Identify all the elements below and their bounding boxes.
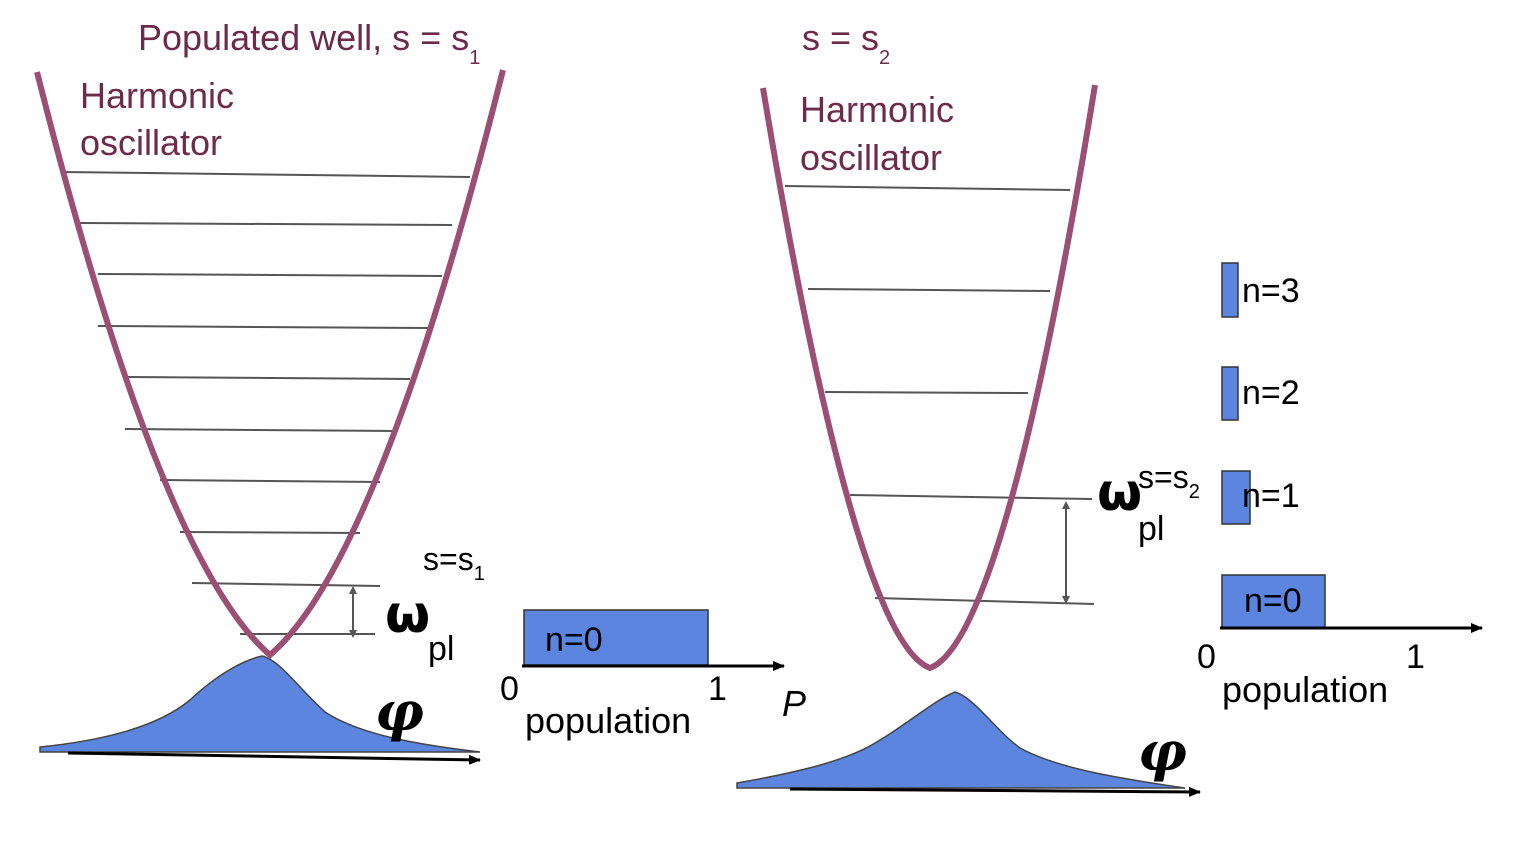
left-phi-axis: [67, 751, 481, 765]
right-level-line: [807, 288, 1051, 292]
right-phi-label: φ: [1138, 719, 1187, 783]
right-tick-0: 0: [1197, 638, 1216, 676]
left-energy-levels: [61, 171, 471, 635]
right-population-bar-n0: [1221, 574, 1326, 629]
left-level-line: [97, 273, 443, 277]
left-phi-label: φ: [375, 679, 424, 743]
right-oscillator-line2: oscillator: [800, 137, 942, 178]
right-level-line: [824, 391, 1029, 394]
right-bar-label-n2: n=2: [1242, 374, 1300, 412]
left-omega-symbol: ω: [385, 585, 430, 645]
left-level-line: [97, 325, 429, 329]
left-tick-1: 1: [708, 670, 727, 708]
right-wavefunction-blob: [736, 691, 1186, 789]
left-omega-subscript: pl: [428, 630, 454, 668]
right-population-chart: n=3 n=2 n=1 n=0 0 1 population: [1197, 262, 1483, 710]
right-bar-label-n3: n=3: [1242, 272, 1300, 310]
right-phi-axis: [789, 786, 1201, 797]
left-oscillator-line1: Harmonic: [80, 75, 234, 116]
right-population-bar-n2: [1221, 366, 1239, 421]
right-omega-subscript: pl: [1138, 510, 1164, 548]
left-p-label: P: [782, 683, 806, 724]
left-level-line: [124, 376, 411, 380]
right-population-bar-n3: [1221, 262, 1239, 318]
right-energy-levels: [784, 185, 1095, 605]
right-level-line: [849, 494, 1093, 500]
right-omega-superscript: s=s2: [1138, 459, 1200, 503]
left-level-line: [159, 479, 381, 483]
left-level-line: [191, 582, 381, 587]
left-population-chart: n=0 0 1 population P: [500, 609, 806, 741]
right-oscillator-line1: Harmonic: [800, 89, 954, 130]
right-potential-well: [760, 84, 1098, 672]
right-title: s = s2: [802, 17, 890, 69]
left-population-axis-label: population: [525, 700, 691, 741]
left-level-line: [61, 171, 471, 178]
left-level-line: [124, 428, 396, 432]
right-omega-symbol: ω: [1097, 463, 1142, 523]
right-population-bar-n1: [1221, 470, 1251, 525]
right-panel: s = s2 Harmonic oscillator φ ω s=s2 pl n…: [736, 17, 1483, 797]
left-wavefunction-blob: [39, 655, 481, 753]
left-oscillator-line2: oscillator: [80, 122, 222, 163]
right-bar-label-n0: n=0: [1244, 582, 1302, 620]
right-bar-label-n1: n=1: [1242, 477, 1300, 515]
right-population-axis-label: population: [1222, 669, 1388, 710]
left-population-bar-n0: [523, 609, 709, 666]
right-tick-1: 1: [1406, 638, 1425, 676]
left-bar-label-n0: n=0: [545, 621, 603, 659]
left-level-line: [79, 222, 453, 226]
left-potential-well: [34, 69, 506, 659]
left-level-line: [179, 531, 361, 534]
left-panel: Populated well, s = s1 Harmonic oscillat…: [34, 17, 806, 765]
right-level-line: [874, 597, 1095, 605]
left-omega-superscript: s=s1: [423, 541, 485, 585]
right-level-line: [784, 185, 1071, 191]
left-tick-0: 0: [500, 670, 519, 708]
left-title: Populated well, s = s1: [138, 17, 480, 69]
